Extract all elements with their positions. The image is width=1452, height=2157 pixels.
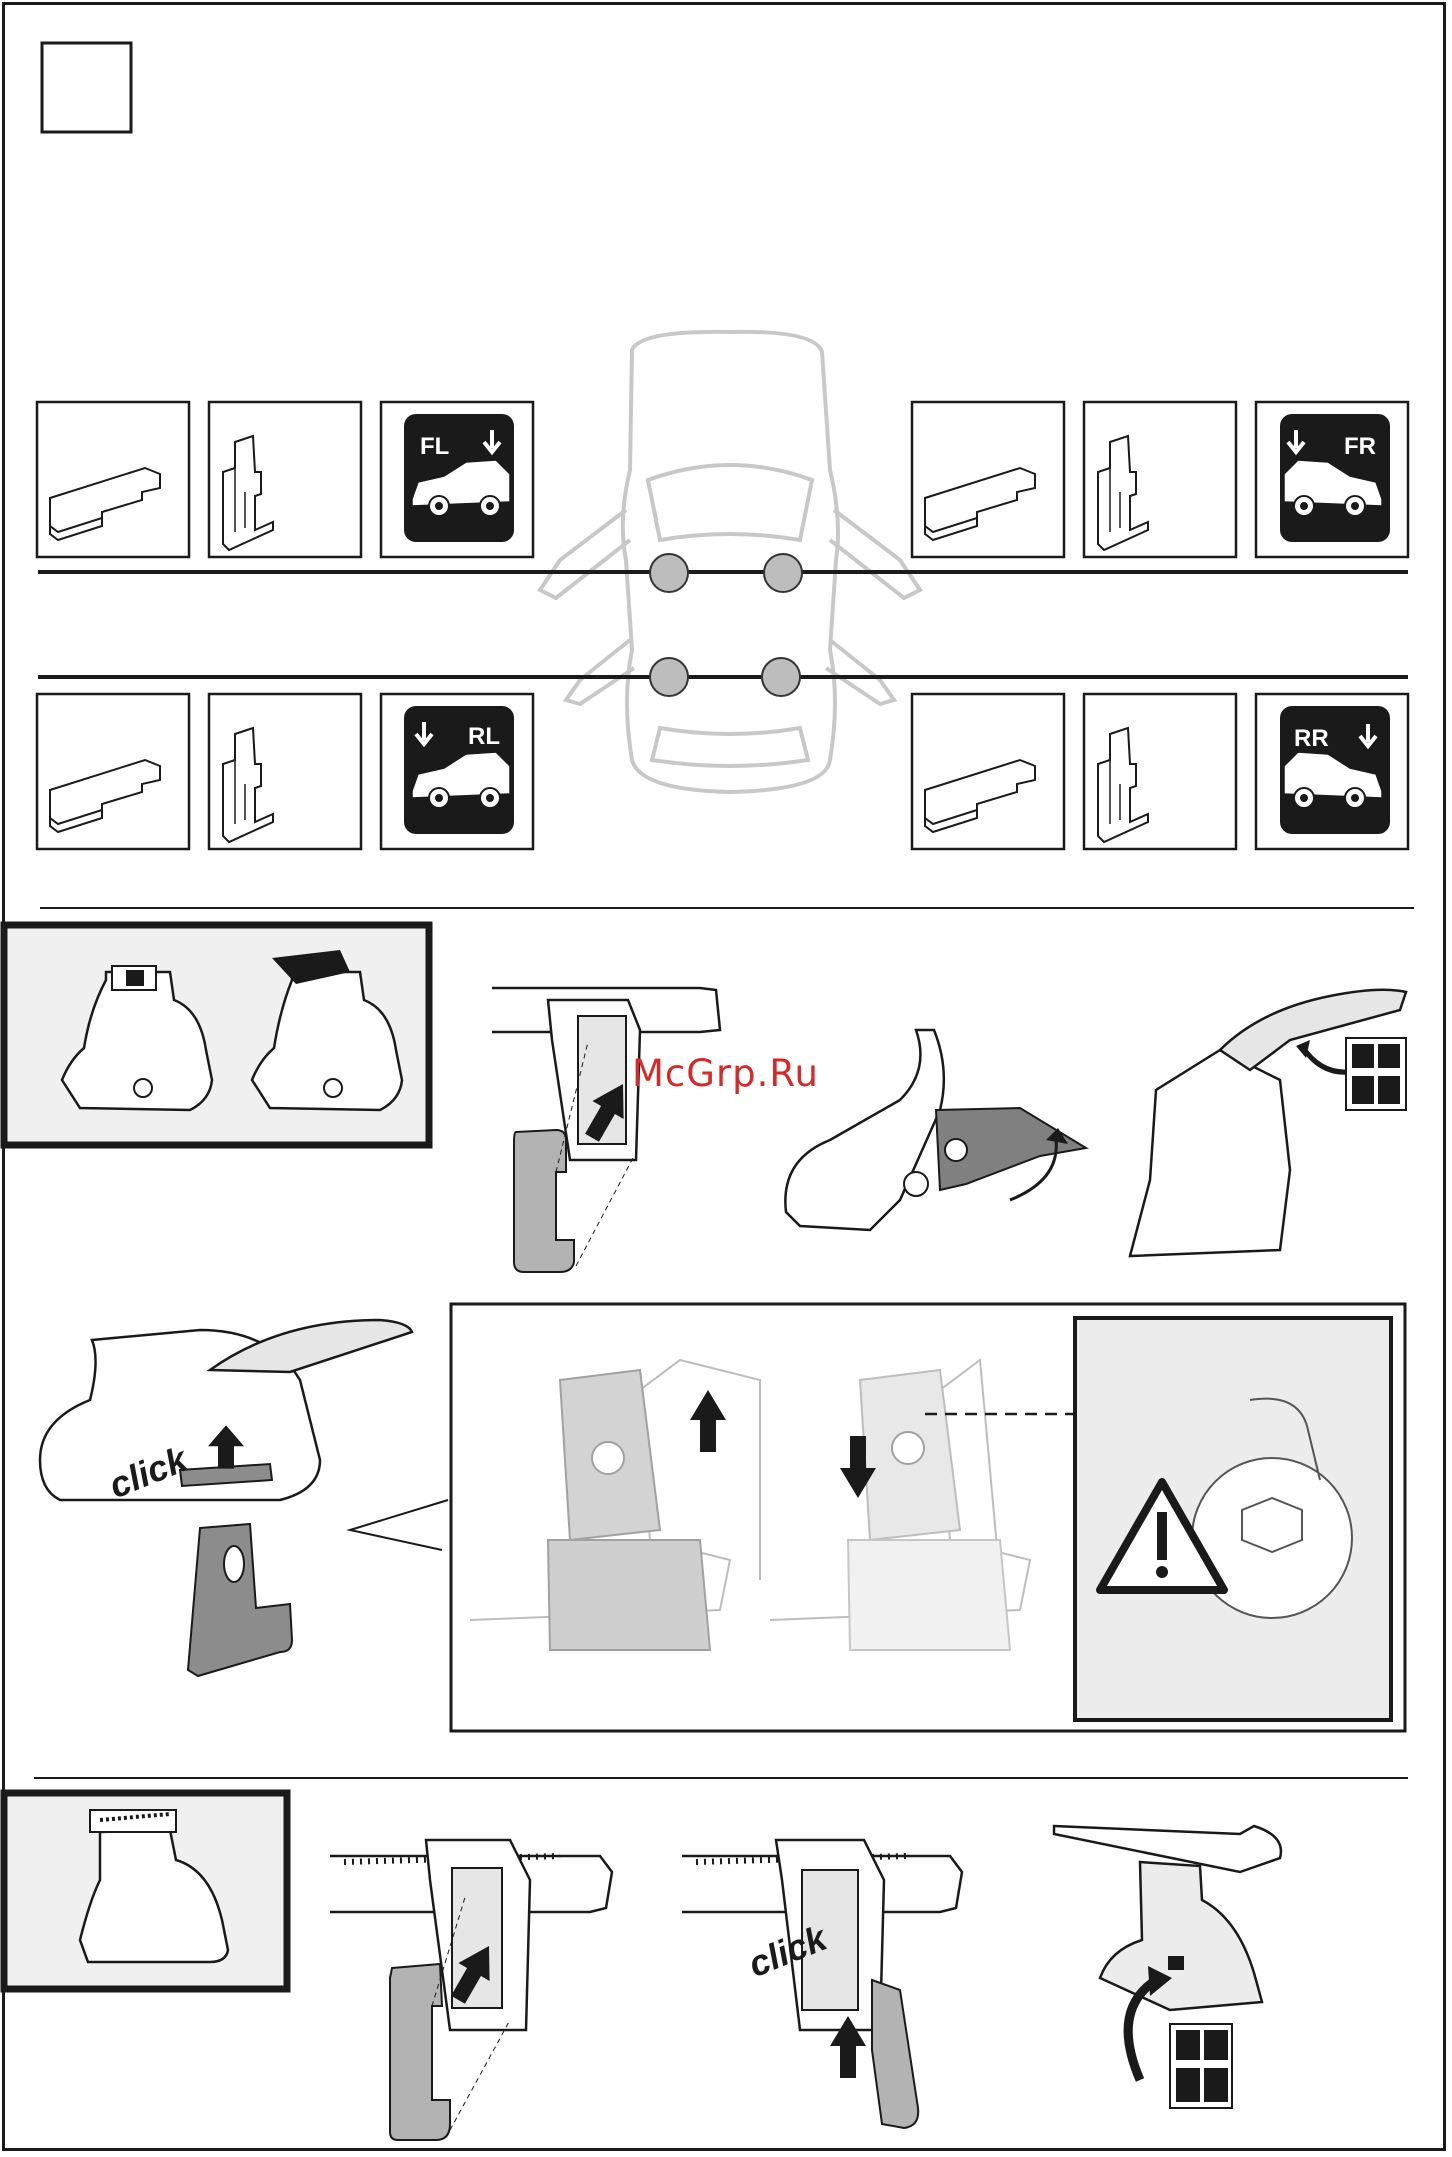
step-click-mount: click bbox=[40, 1320, 412, 1676]
step-number-box bbox=[42, 43, 131, 132]
foot-variant-panel-2 bbox=[4, 1793, 287, 1989]
callout-pointer bbox=[350, 1500, 448, 1550]
fr-label: FR bbox=[1344, 433, 1376, 460]
rl-label: RL bbox=[468, 723, 500, 750]
step-open-cover bbox=[1130, 990, 1406, 1256]
rr-parts-row: RR bbox=[912, 694, 1408, 849]
step-click-clip: click bbox=[682, 1840, 962, 2128]
fr-parts-row: FR bbox=[912, 402, 1408, 557]
rl-parts-row: RL bbox=[37, 694, 533, 849]
car-top-view-icon bbox=[540, 332, 920, 792]
watermark-text: McGrp.Ru bbox=[632, 1052, 819, 1095]
rr-label: RR bbox=[1294, 725, 1329, 752]
step-attach-label bbox=[1054, 1826, 1281, 2108]
foot-variants-panel bbox=[4, 925, 429, 1145]
fl-badge: FL bbox=[404, 414, 514, 542]
detail-panel bbox=[451, 1304, 1405, 1731]
step-insert-pad bbox=[492, 988, 720, 1272]
step-insert-pad-2 bbox=[330, 1840, 612, 2140]
step-lift-cover bbox=[785, 1030, 1086, 1230]
mounting-points bbox=[650, 554, 802, 696]
rl-badge: RL bbox=[404, 706, 514, 834]
fl-label: FL bbox=[420, 433, 449, 460]
fl-parts-row: FL bbox=[37, 402, 533, 557]
